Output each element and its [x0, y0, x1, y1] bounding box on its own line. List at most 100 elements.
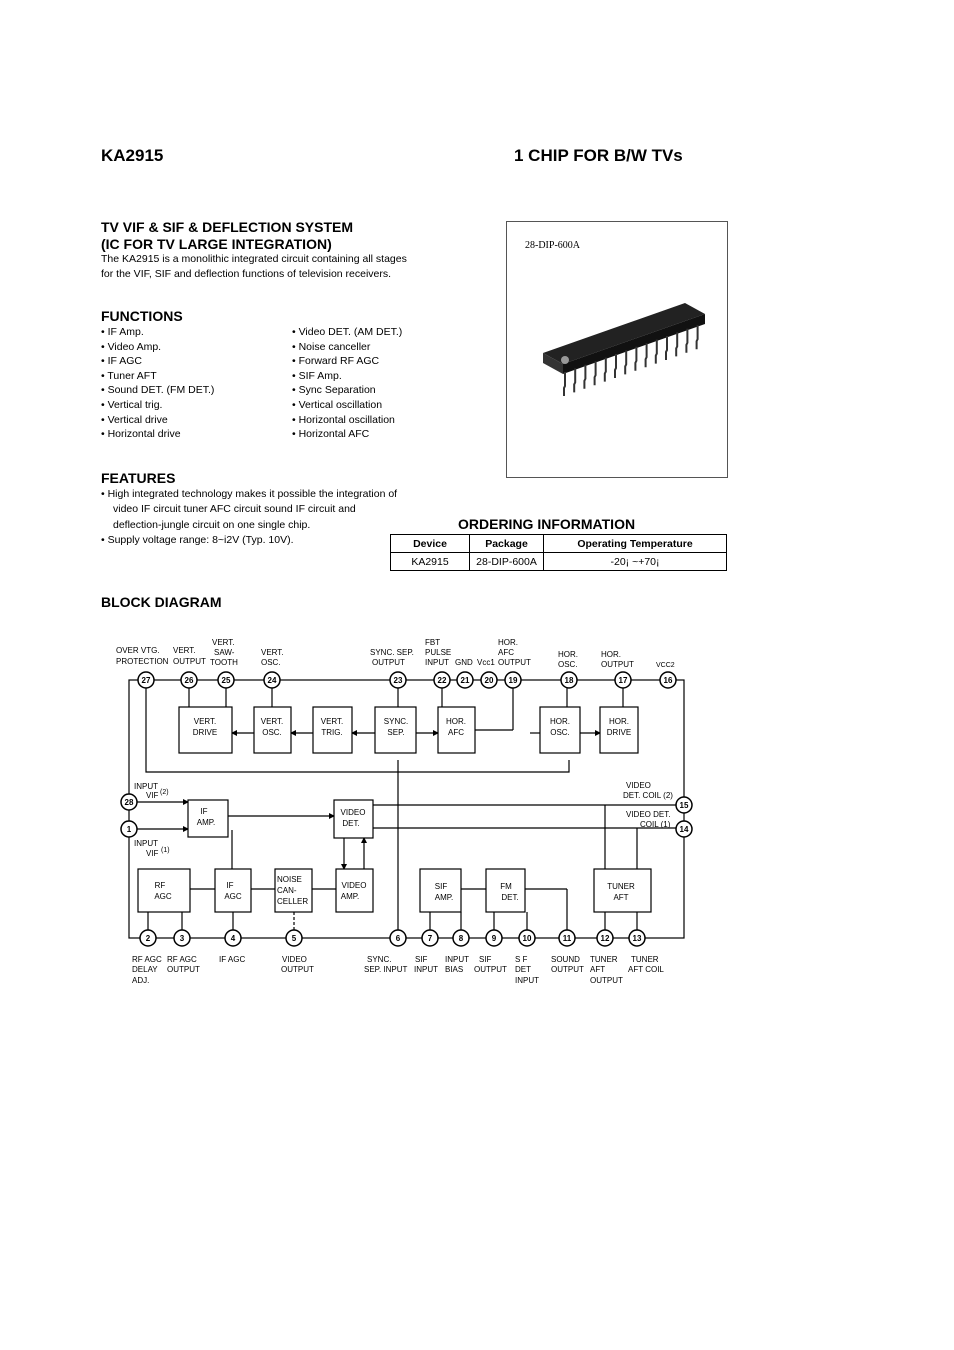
package-label: 28-DIP-600A — [525, 240, 580, 251]
pin-label: OUTPUT — [590, 976, 623, 985]
pin-number: 13 — [633, 934, 642, 943]
pin-number: 21 — [461, 676, 470, 685]
pin-7: 7 — [421, 929, 439, 947]
block-sif-amp: SIF AMP. — [419, 868, 462, 913]
intro-line-1: The KA2915 is a monolithic integrated ci… — [101, 253, 407, 265]
pin-label: VIF — [146, 849, 159, 858]
block-hor-drive: HOR. DRIVE — [599, 706, 639, 754]
pin-number: 15 — [680, 801, 689, 810]
pin-label: OSC. — [558, 660, 578, 669]
function-item: • Vertical drive — [101, 413, 168, 426]
chip-illustration — [543, 303, 705, 396]
chip-pin — [583, 364, 587, 389]
ordering-row: KA2915 28-DIP-600A -20¡ ~+70¡ — [390, 552, 727, 571]
block-text: AMP. — [197, 818, 216, 827]
pin-number: 5 — [292, 934, 297, 943]
pin-number: 28 — [125, 798, 134, 807]
block-text: CAN- — [277, 886, 297, 895]
pin-label: COIL (1) — [640, 820, 671, 829]
block-text: HOR. — [550, 717, 570, 726]
pin-label: RF AGC — [132, 955, 162, 964]
block-sync-sep: SYNC. SEP. — [374, 706, 417, 754]
pin-label: OVER VTG. — [116, 646, 160, 655]
pin-22: 22 — [433, 671, 451, 689]
pin-label: TUNER — [631, 955, 659, 964]
pin-number: 22 — [438, 676, 447, 685]
chip-pin — [695, 325, 699, 350]
pin-number: 18 — [565, 676, 574, 685]
pin-number: 4 — [231, 934, 236, 943]
pin-label: Vcc1 — [477, 658, 495, 667]
function-item: • SIF Amp. — [292, 369, 342, 382]
pin-label: VIDEO — [626, 781, 651, 790]
chip-pin — [614, 354, 617, 378]
pin-label: (2) — [160, 789, 169, 796]
ordering-device: KA2915 — [390, 552, 470, 571]
pin-number: 10 — [523, 934, 532, 943]
pin-label: OUTPUT — [498, 658, 531, 667]
pin-number: 19 — [509, 676, 518, 685]
block-text: AFT — [613, 893, 628, 902]
pin-18: 18 — [560, 671, 578, 689]
function-item: • IF Amp. — [101, 326, 144, 338]
block-text: FM — [500, 882, 512, 891]
block-hor-afc: HOR. AFC — [437, 706, 476, 754]
pin-label: IF AGC — [219, 955, 245, 964]
pin-27: 27 — [137, 671, 155, 689]
pin-label: FBT — [425, 638, 440, 647]
pin-number: 24 — [268, 676, 277, 685]
top-pin-labels: OVER VTG. PROTECTION VERT. OUTPUT VERT. … — [116, 638, 675, 669]
pin-label: VERT. — [173, 646, 196, 655]
function-item: • Video DET. (AM DET.) — [292, 326, 403, 338]
pin-9: 9 — [485, 929, 503, 947]
pin-number: 2 — [146, 934, 151, 943]
bottom-pin-labels: RF AGC DELAY ADJ. RF AGC OUTPUT IF AGC V… — [132, 955, 664, 985]
block-text: AFC — [448, 728, 464, 737]
ordering-package: 28-DIP-600A — [469, 552, 544, 571]
block-tuner-aft: TUNER AFT — [593, 868, 652, 913]
pin-label: INPUT — [425, 658, 449, 667]
pin-23: 23 — [389, 671, 407, 689]
pin-label: INPUT — [134, 782, 158, 791]
pin-14: 14 — [675, 820, 693, 838]
chip-pin — [675, 332, 679, 357]
pin-label: OUTPUT — [601, 660, 634, 669]
pin-number: 8 — [459, 934, 464, 943]
functions-list-left: • IF Amp. • Video Amp. • IF AGC • Tuner … — [101, 325, 214, 442]
block-text: TRIG. — [321, 728, 342, 737]
pin-5: 5 — [285, 929, 303, 947]
page-subtitle: 1 CHIP FOR B/W TVs — [514, 146, 683, 165]
side-pin-labels: INPUT VIF (2) INPUT VIF (1) VIDEO DET. C… — [134, 781, 673, 858]
pin-number: 6 — [396, 934, 401, 943]
block-vert-drive: VERT. DRIVE — [178, 706, 233, 754]
pin-label: HOR. — [601, 650, 621, 659]
pin-16: 16 — [659, 671, 677, 689]
pin-label: VCC2 — [656, 662, 675, 669]
pin-label: SYNC. — [367, 955, 391, 964]
intro-title-1: TV VIF & SIF & DEFLECTION SYSTEM — [101, 219, 354, 235]
chip-pin — [603, 357, 607, 382]
pin-label: S F — [515, 955, 528, 964]
chip-pin — [644, 343, 648, 368]
pin-12: 12 — [596, 929, 614, 947]
pin-4: 4 — [224, 929, 242, 947]
function-item: • Horizontal oscillation — [292, 413, 395, 426]
chip-pin — [685, 328, 689, 353]
block-hor-osc: HOR. OSC. — [539, 706, 581, 754]
pin-label: RF AGC — [167, 955, 197, 964]
pin-24: 24 — [263, 671, 281, 689]
function-item: • Noise canceller — [292, 340, 371, 353]
functions-heading: FUNCTIONS — [101, 308, 183, 324]
pin-25: 25 — [217, 671, 235, 689]
block-text: DET. — [342, 819, 359, 828]
block-noise-canceller: NOISE CAN- CELLER — [274, 868, 313, 913]
pin-label: OUTPUT — [372, 658, 405, 667]
pin-label: AFT COIL — [628, 965, 664, 974]
function-item: • Vertical trig. — [101, 398, 163, 411]
pin-label: OUTPUT — [173, 657, 206, 666]
pin-number: 20 — [485, 676, 494, 685]
pin-label: PROTECTION — [116, 657, 169, 666]
pin-number: 7 — [428, 934, 433, 943]
pin-number: 1 — [127, 825, 132, 834]
pin-label: TOOTH — [210, 658, 238, 667]
